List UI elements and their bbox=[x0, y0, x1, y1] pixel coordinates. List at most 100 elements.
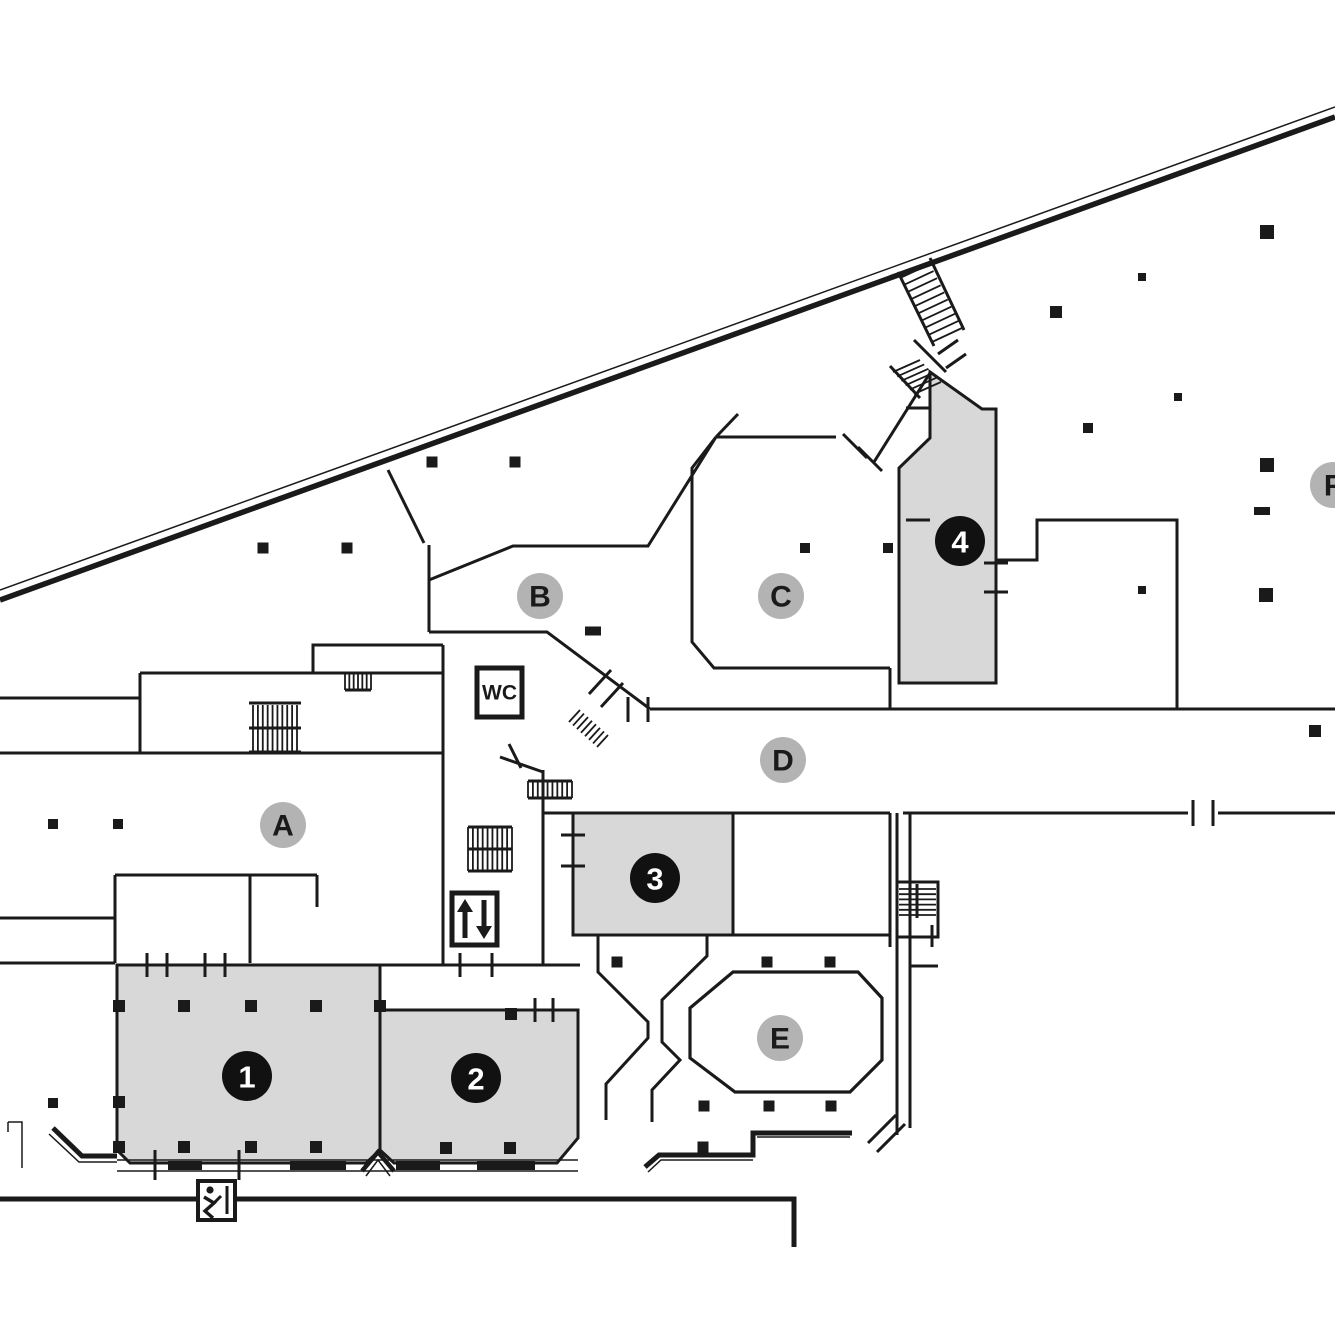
column bbox=[1260, 458, 1274, 472]
wall bbox=[996, 518, 1179, 709]
column bbox=[1259, 588, 1273, 602]
column bbox=[1260, 225, 1274, 239]
facade-chevron-inner bbox=[365, 1158, 391, 1177]
wall bbox=[650, 935, 709, 1122]
column bbox=[245, 1000, 257, 1012]
elevator-frame bbox=[449, 890, 500, 948]
stair-tread bbox=[588, 727, 601, 741]
wall bbox=[928, 257, 966, 331]
thick-wall bbox=[51, 1126, 117, 1159]
stair-tread bbox=[592, 730, 605, 745]
column bbox=[113, 1096, 125, 1108]
stair-tread bbox=[576, 716, 589, 730]
stairs-icon bbox=[899, 888, 936, 916]
storefront-bar bbox=[290, 1161, 346, 1170]
column bbox=[1138, 586, 1146, 594]
zone-marker-D[interactable]: D bbox=[760, 737, 806, 783]
column bbox=[178, 1000, 190, 1012]
emergency-exit-icon bbox=[196, 1179, 237, 1222]
wall bbox=[912, 338, 948, 374]
column bbox=[113, 819, 123, 829]
stair-tread bbox=[920, 305, 952, 322]
stair-tread bbox=[568, 709, 581, 723]
zone-marker-A[interactable]: A bbox=[260, 802, 306, 848]
room-marker-4[interactable]: 4 bbox=[935, 516, 985, 566]
column bbox=[697, 1141, 709, 1153]
room-number-label: 2 bbox=[467, 1062, 484, 1097]
stair-tread bbox=[917, 298, 949, 315]
elevator-up-arrowhead bbox=[457, 899, 473, 912]
stairs-icon bbox=[344, 673, 372, 690]
room-number-label: 1 bbox=[238, 1060, 255, 1095]
exit-person-body bbox=[202, 1195, 217, 1220]
zone-badge bbox=[760, 737, 806, 783]
column bbox=[1254, 507, 1270, 515]
zone-badge bbox=[757, 1015, 803, 1061]
stairs-icon bbox=[892, 359, 942, 395]
column bbox=[257, 542, 269, 554]
column bbox=[883, 543, 893, 553]
storefront-bar bbox=[168, 1161, 202, 1170]
wall bbox=[587, 668, 613, 696]
wall bbox=[596, 935, 650, 1120]
stair-tread bbox=[584, 723, 597, 737]
stairs-icon bbox=[467, 827, 513, 871]
stair-tread bbox=[901, 367, 929, 382]
stairs-icon bbox=[568, 709, 609, 748]
wall bbox=[945, 352, 967, 370]
column bbox=[113, 1141, 125, 1153]
room-marker-1[interactable]: 1 bbox=[222, 1051, 272, 1101]
wall bbox=[429, 630, 651, 711]
exit-person-head bbox=[206, 1186, 214, 1194]
column bbox=[761, 956, 773, 968]
column bbox=[611, 956, 623, 968]
thick-wall bbox=[0, 1196, 797, 1247]
column bbox=[113, 1000, 125, 1012]
stair-tread bbox=[596, 734, 609, 748]
wall bbox=[499, 755, 544, 774]
zone-marker-C[interactable]: C bbox=[758, 573, 804, 619]
room-marker-3[interactable]: 3 bbox=[630, 853, 680, 903]
stair-tread bbox=[913, 291, 945, 308]
column bbox=[505, 1008, 517, 1020]
thick-wall bbox=[643, 1130, 852, 1169]
room-marker-2[interactable]: 2 bbox=[451, 1053, 501, 1103]
stairs-icon bbox=[899, 263, 963, 343]
column bbox=[48, 1098, 58, 1108]
column bbox=[825, 1100, 837, 1112]
column bbox=[374, 1000, 386, 1012]
column bbox=[341, 542, 353, 554]
wall bbox=[897, 880, 940, 939]
zone-marker-F[interactable]: F bbox=[1310, 462, 1335, 508]
zone-label: C bbox=[770, 581, 792, 614]
wall bbox=[311, 643, 443, 673]
stair-tread bbox=[903, 270, 934, 286]
stairs-icon bbox=[527, 781, 573, 798]
column bbox=[800, 543, 810, 553]
zone-badge bbox=[517, 573, 563, 619]
wall bbox=[875, 1122, 907, 1154]
column bbox=[440, 1142, 452, 1154]
column bbox=[1050, 306, 1062, 318]
elevator-down-arrowhead bbox=[476, 926, 492, 939]
zone-marker-B[interactable]: B bbox=[517, 573, 563, 619]
column bbox=[698, 1100, 710, 1112]
room-badge bbox=[935, 516, 985, 566]
zone-marker-E[interactable]: E bbox=[757, 1015, 803, 1061]
site-boundary-line bbox=[0, 114, 1335, 603]
stairs-icon bbox=[252, 705, 298, 751]
thin-wall-line bbox=[48, 1133, 117, 1163]
stair-tread bbox=[906, 277, 938, 294]
zone-label: B bbox=[529, 581, 551, 614]
stair-tread bbox=[580, 720, 593, 734]
facade-chevron bbox=[360, 1148, 396, 1173]
zone-label: E bbox=[770, 1023, 790, 1056]
column bbox=[1083, 423, 1093, 433]
column bbox=[310, 1000, 322, 1012]
room-badge bbox=[630, 853, 680, 903]
zone-label: A bbox=[272, 810, 294, 843]
stair-tread bbox=[913, 381, 942, 395]
column bbox=[1138, 273, 1146, 281]
column bbox=[426, 456, 438, 468]
